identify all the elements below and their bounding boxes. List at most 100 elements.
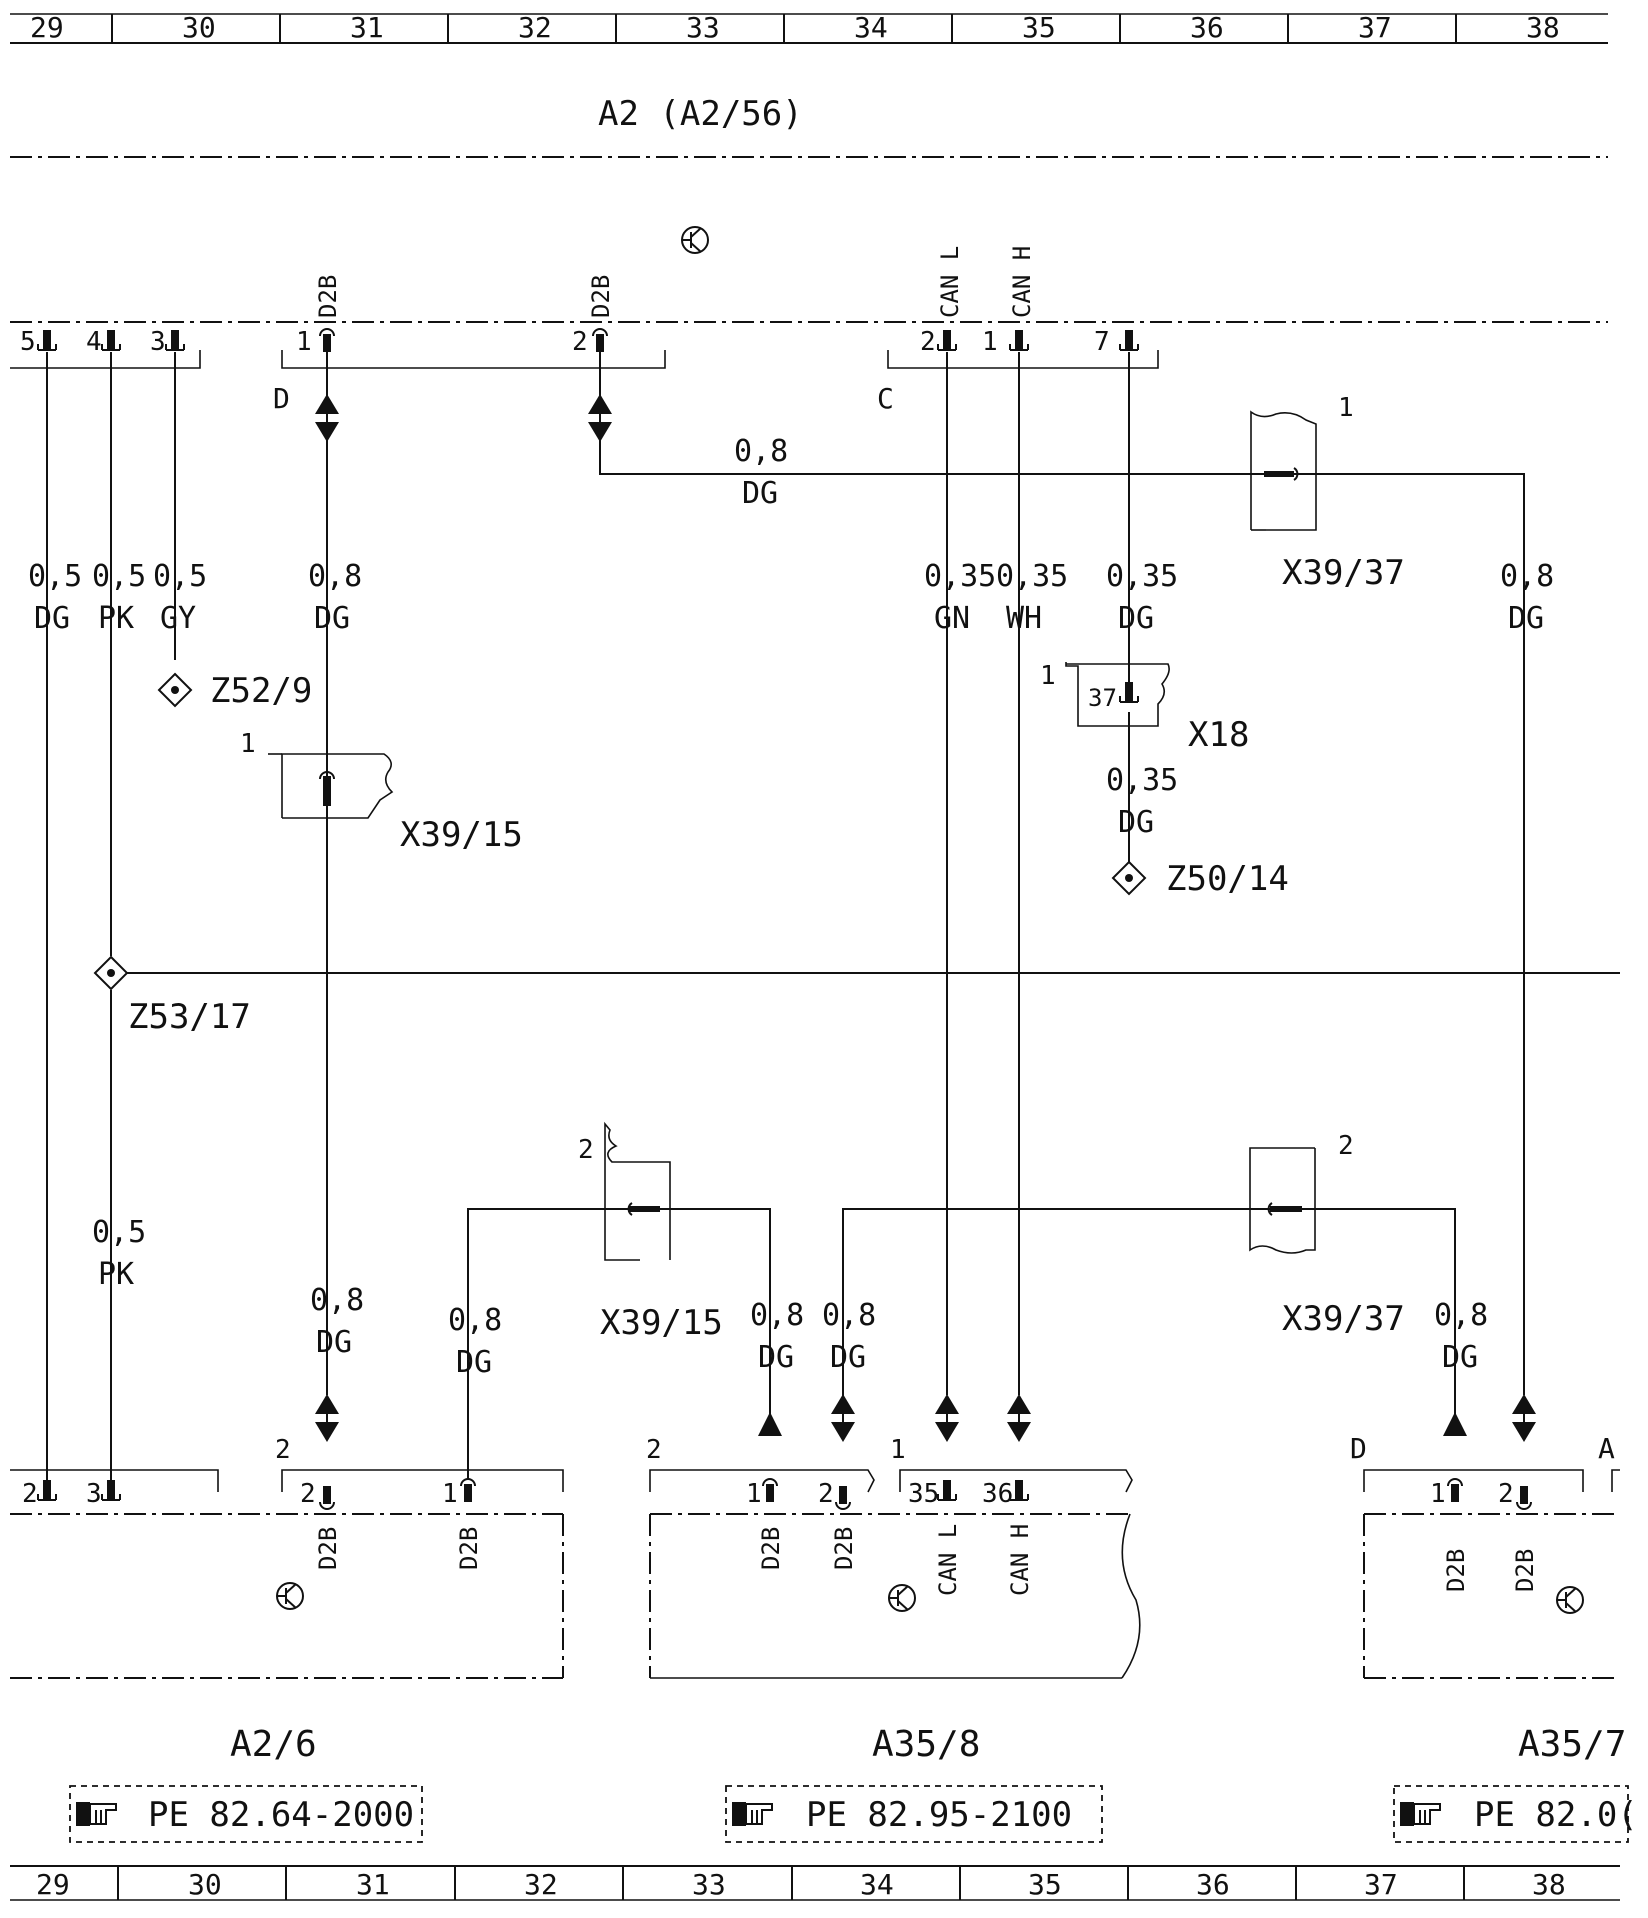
connector-num: 1	[1338, 393, 1354, 423]
wire-color: DG	[758, 1340, 794, 1375]
double-arrow-icon	[587, 393, 613, 443]
pin-label: 7	[1094, 327, 1110, 357]
pin-label: 3	[86, 1479, 102, 1509]
col-38: 38	[1526, 11, 1560, 44]
wire-color: DG	[34, 601, 70, 636]
reference-link[interactable]: PE 82.64-2000	[148, 1795, 414, 1835]
wire-gauge: 0,35	[1106, 559, 1178, 594]
col-35: 35	[1022, 11, 1056, 44]
wire-gauge: 0,35	[1106, 763, 1178, 798]
col-31: 31	[356, 1868, 390, 1901]
double-arrow-icon	[314, 393, 340, 443]
module-name: A35/7	[1518, 1724, 1626, 1765]
double-arrow-icon	[1006, 1393, 1032, 1443]
signal-label: D2B	[1442, 1549, 1470, 1592]
connector-num: 1	[240, 729, 256, 759]
signal-label: D2B	[314, 1527, 342, 1570]
bottom-column-ruler: 29 30 31 32 33 34 35 36 37 38	[10, 1865, 1620, 1901]
transistor-symbol-icon	[276, 1582, 304, 1610]
col-32: 32	[524, 1868, 558, 1901]
col-37: 37	[1364, 1868, 1398, 1901]
signal-label: CAN H	[1006, 1524, 1034, 1596]
double-arrow-icon	[314, 1393, 340, 1443]
col-29: 29	[36, 1868, 70, 1901]
signal-arrows	[314, 393, 1537, 1443]
wire-color: GY	[160, 601, 196, 636]
connector-x39-37-upper: 1 X39/37	[1250, 393, 1405, 593]
pin-label: 1	[296, 327, 312, 357]
wire-gauge: 0,5	[153, 559, 207, 594]
module-name: A2/6	[230, 1724, 317, 1765]
signal-label: D2B	[757, 1527, 785, 1570]
wire-color: DG	[742, 476, 778, 511]
pin-label: 35	[908, 1479, 939, 1509]
pointing-hand-icon	[1399, 1801, 1441, 1827]
pin-label: 4	[86, 327, 102, 357]
connector-x39-15-upper: 1 X39/15	[240, 729, 523, 855]
wire-color: PK	[98, 1257, 134, 1292]
reference-link[interactable]: PE 82.95-2100	[806, 1795, 1072, 1835]
pin-label: 2	[920, 327, 936, 357]
connector-x39-15-lower: 2 X39/15	[578, 1121, 723, 1343]
connector-label: X18	[1188, 715, 1249, 755]
connector-num: 1	[1040, 661, 1056, 691]
wire-gauge: 0,8	[734, 434, 788, 469]
module-a2-6: 2 2 3 2 1 D2B D2B A2/6 PE 82.64-2000	[10, 1435, 564, 1843]
wire-gauge: 0,5	[92, 559, 146, 594]
double-arrow-icon	[830, 1393, 856, 1443]
pin-label: 37	[1088, 684, 1117, 712]
wire-gauge: 0,8	[822, 1298, 876, 1333]
pin-label: 1	[746, 1479, 762, 1509]
pin-label: 1	[442, 1479, 458, 1509]
wire-color: DG	[830, 1340, 866, 1375]
block-label: D	[1350, 1432, 1367, 1465]
col-33: 33	[686, 11, 720, 44]
wire-color: DG	[1442, 1340, 1478, 1375]
module-a35-7: D A 1 2 D2B D2B A35/7 PE 82.0(	[1350, 1432, 1638, 1843]
pin-label: 2	[22, 1479, 38, 1509]
splice-label: Z50/14	[1166, 859, 1289, 899]
splice-diamond-icon	[94, 956, 128, 990]
connector-label: X39/15	[400, 815, 523, 855]
wire-labels-upper: 0,5 DG 0,5 PK 0,5 GY 0,8 DG 0,8 DG 0,35 …	[28, 434, 1554, 840]
col-38: 38	[1532, 1868, 1566, 1901]
col-36: 36	[1190, 11, 1224, 44]
signal-label: D2B	[830, 1527, 858, 1570]
connector-label: X39/37	[1282, 1299, 1405, 1339]
transistor-symbol-icon	[1556, 1586, 1584, 1614]
connector-label: X39/15	[600, 1303, 723, 1343]
signal-label: D2B	[455, 1527, 483, 1570]
connector-num: 2	[578, 1135, 594, 1165]
wire-gauge: 0,8	[308, 559, 362, 594]
connector-num: 2	[646, 1435, 662, 1465]
pin-label: 5	[20, 327, 36, 357]
col-30: 30	[182, 11, 216, 44]
col-35: 35	[1028, 1868, 1062, 1901]
reference-link[interactable]: PE 82.0(	[1474, 1795, 1638, 1835]
connector-num: 2	[1338, 1131, 1354, 1161]
col-33: 33	[692, 1868, 726, 1901]
connector-label: X39/37	[1282, 553, 1405, 593]
double-arrow-icon	[934, 1393, 960, 1443]
col-34: 34	[854, 11, 888, 44]
connector-num: 1	[890, 1435, 906, 1465]
transistor-symbol-icon	[681, 226, 709, 254]
signal-label: CAN L	[936, 246, 964, 318]
top-column-ruler: 29 30 31 32 33 34 35 36 37 38	[10, 11, 1608, 44]
pin-label: 2	[818, 1479, 834, 1509]
pin-label: 3	[150, 327, 166, 357]
connector-d-block: 1 2 D2B D2B D	[273, 275, 666, 415]
top-left-connector: 5 4 3	[10, 327, 201, 369]
splice-diamond-icon	[158, 673, 192, 707]
col-36: 36	[1196, 1868, 1230, 1901]
signal-label: D2B	[314, 275, 342, 318]
connector-num: 2	[275, 1435, 291, 1465]
col-34: 34	[860, 1868, 894, 1901]
wire-gauge: 0,8	[1500, 559, 1554, 594]
pin-label: 2	[1498, 1479, 1514, 1509]
transistor-symbol-icon	[888, 1584, 916, 1612]
wire-color: GN	[934, 601, 970, 636]
arrow-up-icon	[758, 1412, 782, 1436]
col-37: 37	[1358, 11, 1392, 44]
